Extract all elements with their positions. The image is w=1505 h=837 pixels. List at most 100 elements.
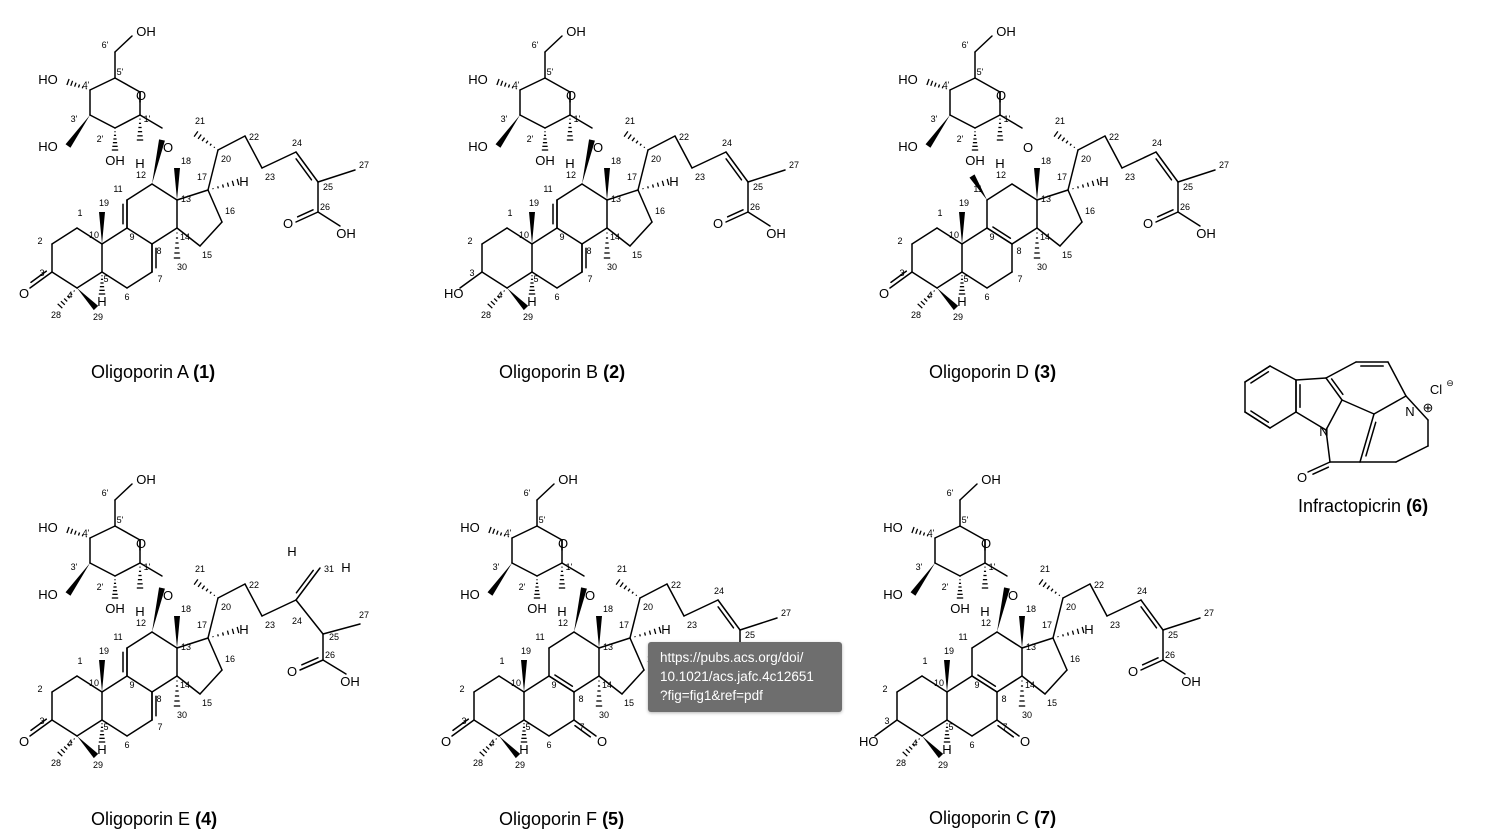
bond [89,77,116,91]
locant-18: 18 [1041,156,1051,166]
hydrogen-label: H [995,156,1004,171]
double-bond [1325,377,1343,401]
core-locant: 9 [974,680,979,690]
locant-25: 25 [745,630,755,640]
double-bond [295,567,321,601]
hydrogen-label: H [661,622,670,637]
core-locant: 1 [499,656,504,666]
bond [1036,227,1061,247]
bond [126,227,153,245]
core-locant: 14 [180,232,190,242]
bond [974,35,993,53]
locant-2prime: 2' [527,134,534,144]
bond [217,583,246,599]
hydroxyl-label: OH [527,601,547,616]
core-locant: 20 [643,602,653,612]
wedge-bond [174,616,180,648]
hydrogen-label: H [527,294,536,309]
bond [531,227,558,245]
core-locant: 23 [687,620,697,630]
hashed-bond [482,748,488,754]
core-locant: 8 [1001,694,1006,704]
core-locant: 2 [882,684,887,694]
caption-oligoporin-c: Oligoporin C (7) [929,808,1057,828]
core-locant: 9 [989,232,994,242]
bond [76,675,103,693]
locant-29: 29 [523,312,533,322]
hashed-bond [639,143,642,146]
hashed-bond [485,746,490,750]
hashed-bond [902,751,908,757]
double-bond [725,151,749,183]
hydrogen-label: H [980,604,989,619]
bond [999,114,1023,129]
acid-hydroxyl-label: OH [1196,226,1216,241]
bond [573,631,600,649]
double-bond-inner [295,158,313,181]
bond [295,599,324,635]
bond [1295,377,1327,381]
hashed-bond [487,303,493,309]
wedge-bond [922,736,944,759]
hashed-bond [213,146,216,149]
bond [139,562,163,577]
acid-oxygen-label: O [287,664,297,679]
core-locant: 17 [1057,172,1067,182]
hashed-bond [1066,632,1070,636]
core-locant: 11 [958,632,967,642]
glycosidic-oxygen-label: O [1008,588,1018,603]
bond [498,719,525,737]
hydroxyl-label: OH [981,472,1001,487]
double-bond-inner [452,718,470,732]
core-locant: 2 [459,684,464,694]
bond [322,659,347,675]
double-bond-inner [992,226,1012,239]
hashed-bond [1086,182,1090,187]
core-locant: 14 [602,680,612,690]
bond [959,562,986,577]
hashed-bond [496,295,501,299]
bond [961,271,988,289]
bond [176,189,209,201]
hashed-bond [201,137,206,142]
locant-5prime: 5' [539,515,546,525]
core-locant: 4 [927,290,932,300]
bond [261,151,297,169]
hashed-bond [81,86,84,89]
double-bond-inner [30,270,48,284]
hashed-bond [495,530,499,535]
bond [1067,189,1083,223]
bond [473,719,500,737]
hashed-bond [73,738,76,740]
core-locant: 12 [558,618,568,628]
core-locant: 5 [525,722,530,732]
bond [151,183,178,201]
structure-oligoporin-f: OH6'5'4'3'2'1'OHOHOOHHOOO2829H191830HOOH… [441,472,791,770]
hashed-bond [231,180,235,187]
core-locant: 22 [679,132,689,142]
bond [959,525,986,541]
core-locant: 1 [77,656,82,666]
hashed-bond [503,534,506,537]
bond [548,631,575,649]
ketone-oxygen-label: O [19,734,29,749]
locant-24: 24 [722,138,732,148]
core-locant: 13 [1041,194,1051,204]
bond [747,169,786,183]
hydrogen-label: H [557,604,566,619]
locant-18: 18 [181,604,191,614]
bond [683,599,719,617]
core-locant: 12 [996,170,1006,180]
hashed-bond [496,78,500,86]
hashed-bond [631,137,636,142]
bond [89,114,116,129]
locant-19: 19 [529,198,539,208]
hashed-bond [221,632,225,636]
hashed-bond [57,303,63,309]
hashed-bond [941,86,944,89]
hashed-bond [201,585,206,590]
hydrogen-label: H [519,742,528,757]
bond [114,114,141,129]
hydrogen-label: H [1099,174,1108,189]
core-locant: 4 [67,290,72,300]
